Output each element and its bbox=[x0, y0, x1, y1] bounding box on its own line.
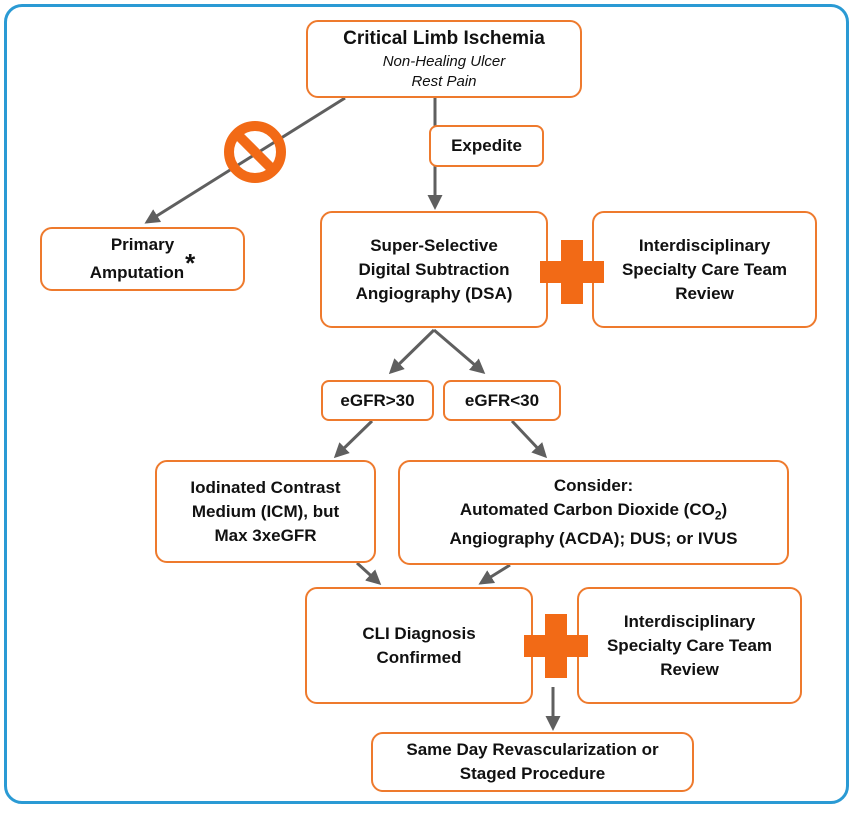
review1-line-2: Specialty Care Team bbox=[621, 259, 788, 279]
amputation-line-1: Primary bbox=[110, 235, 175, 254]
cli-subtitle-2: Rest Pain bbox=[411, 73, 477, 90]
review2-line-1: Interdisciplinary bbox=[623, 611, 756, 631]
arrow-dsa-to-egfr-low bbox=[433, 328, 486, 374]
cli-title: Critical Limb Ischemia bbox=[343, 28, 545, 49]
expedite-label: Expedite bbox=[451, 136, 522, 155]
dsa-line-3: Angiography (DSA) bbox=[355, 283, 513, 303]
revasc-line-2: Staged Procedure bbox=[459, 764, 606, 783]
dsa-box: Super-Selective Digital Subtraction Angi… bbox=[320, 211, 548, 328]
egfr-low-box: eGFR<30 bbox=[443, 380, 561, 421]
review-box-2: Interdisciplinary Specialty Care Team Re… bbox=[577, 587, 802, 704]
icm-line-3: Max 3xeGFR bbox=[214, 525, 317, 545]
icm-line-2: Medium (ICM), but bbox=[191, 501, 340, 521]
review2-line-3: Review bbox=[660, 659, 719, 679]
dsa-line-1: Super-Selective bbox=[370, 235, 498, 255]
egfr-high-label: eGFR>30 bbox=[340, 390, 415, 410]
plus-icon-2 bbox=[524, 614, 588, 678]
dsa-line-2: Digital Subtraction bbox=[358, 259, 510, 279]
review1-line-3: Review bbox=[675, 283, 734, 303]
review2-line-2: Specialty Care Team bbox=[606, 635, 773, 655]
amputation-line-2-wrap: Amputation* bbox=[89, 250, 196, 285]
revasc-line-1: Same Day Revascularization or bbox=[406, 740, 659, 759]
arrow-egfr-high-to-icm bbox=[333, 419, 374, 459]
no-symbol-icon bbox=[224, 121, 286, 183]
egfr-low-label: eGFR<30 bbox=[464, 390, 540, 410]
egfr-high-box: eGFR>30 bbox=[321, 380, 434, 421]
review1-line-1: Interdisciplinary bbox=[638, 235, 771, 255]
cli-confirmed-box: CLI Diagnosis Confirmed bbox=[305, 587, 533, 704]
confirmed-line-1: CLI Diagnosis bbox=[362, 623, 476, 643]
icm-line-1: Iodinated Contrast bbox=[190, 477, 341, 497]
plus-icon bbox=[540, 240, 604, 304]
consider-line-2b: ) bbox=[721, 499, 728, 519]
consider-box: Consider: Automated Carbon Dioxide (CO2)… bbox=[398, 460, 789, 565]
consider-line-1: Consider: bbox=[553, 475, 634, 495]
review-box-1: Interdisciplinary Specialty Care Team Re… bbox=[592, 211, 817, 328]
consider-line-3: Angiography (ACDA); DUS; or IVUS bbox=[449, 529, 738, 549]
arrow-cli-to-amputation bbox=[144, 96, 346, 224]
outer-frame bbox=[4, 4, 849, 804]
icm-box: Iodinated Contrast Medium (ICM), but Max… bbox=[155, 460, 376, 563]
asterisk-mark: * bbox=[185, 248, 196, 278]
arrow-consider-to-confirmed bbox=[478, 563, 511, 585]
cli-box: Critical Limb Ischemia Non-Healing Ulcer… bbox=[306, 20, 582, 98]
co2-subscript: 2 bbox=[714, 508, 722, 523]
expedite-box: Expedite bbox=[429, 125, 544, 167]
primary-amputation-box: Primary Amputation* bbox=[40, 227, 245, 291]
cli-subtitle-1: Non-Healing Ulcer bbox=[382, 53, 506, 70]
arrow-dsa-to-egfr-high bbox=[388, 328, 436, 375]
confirmed-line-2: Confirmed bbox=[376, 647, 462, 667]
amputation-line-2: Amputation bbox=[89, 263, 185, 282]
revasc-box: Same Day Revascularization or Staged Pro… bbox=[371, 732, 694, 792]
consider-line-2a: Automated Carbon Dioxide (CO bbox=[459, 499, 715, 519]
arrow-icm-to-confirmed bbox=[355, 561, 382, 586]
consider-line-2: Automated Carbon Dioxide (CO2) bbox=[460, 498, 727, 527]
arrow-egfr-low-to-consider bbox=[510, 419, 548, 459]
